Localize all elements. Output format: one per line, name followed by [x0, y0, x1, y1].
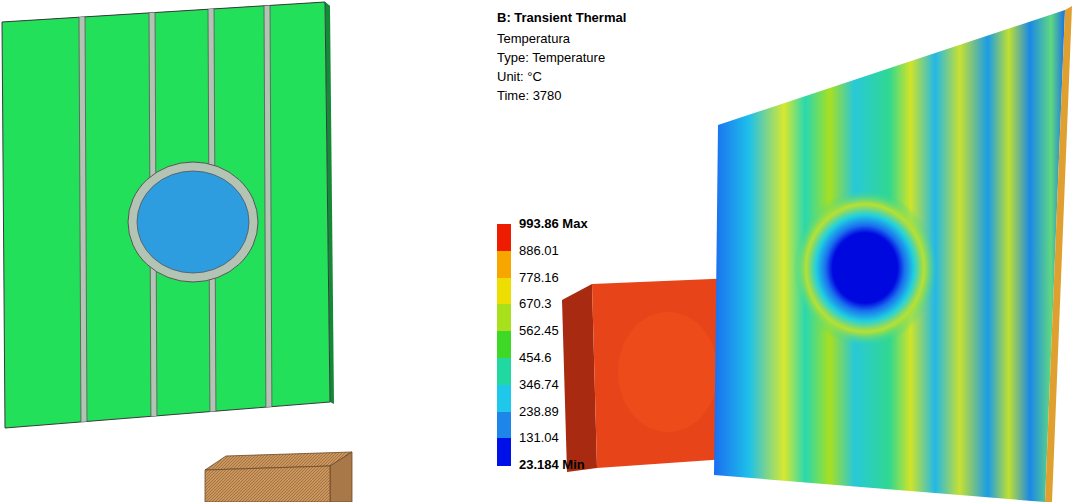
legend-value: 454.6	[519, 350, 552, 366]
legend-value: 238.89	[519, 404, 559, 420]
result-info: Unit: °C	[497, 69, 542, 85]
result-info: Temperatura	[497, 31, 570, 47]
color-band	[497, 385, 511, 412]
heat-source-result	[562, 278, 741, 472]
color-band	[497, 358, 511, 385]
legend-value: 993.86 Max	[519, 216, 588, 232]
result-info: Type: Temperature	[497, 50, 605, 66]
heat-source-box	[205, 452, 352, 502]
color-band	[497, 331, 511, 358]
color-band	[497, 412, 511, 439]
legend-value: 886.01	[519, 243, 559, 259]
plate-model	[2, 2, 334, 430]
result-info: Time: 3780	[497, 88, 562, 104]
legend-value: 778.16	[519, 270, 559, 286]
color-band	[497, 251, 511, 278]
legend-value: 562.45	[519, 323, 559, 339]
color-band	[497, 278, 511, 305]
legend-value: 346.74	[519, 377, 559, 393]
temperature-plate	[714, 6, 1072, 502]
legend-value: 23.184 Min	[519, 457, 585, 473]
legend-value: 670.3	[519, 296, 552, 312]
legend-value: 131.04	[519, 430, 559, 446]
color-band	[497, 304, 511, 331]
analysis-title: B: Transient Thermal	[497, 10, 626, 26]
color-band	[497, 224, 511, 251]
color-band	[497, 438, 511, 465]
